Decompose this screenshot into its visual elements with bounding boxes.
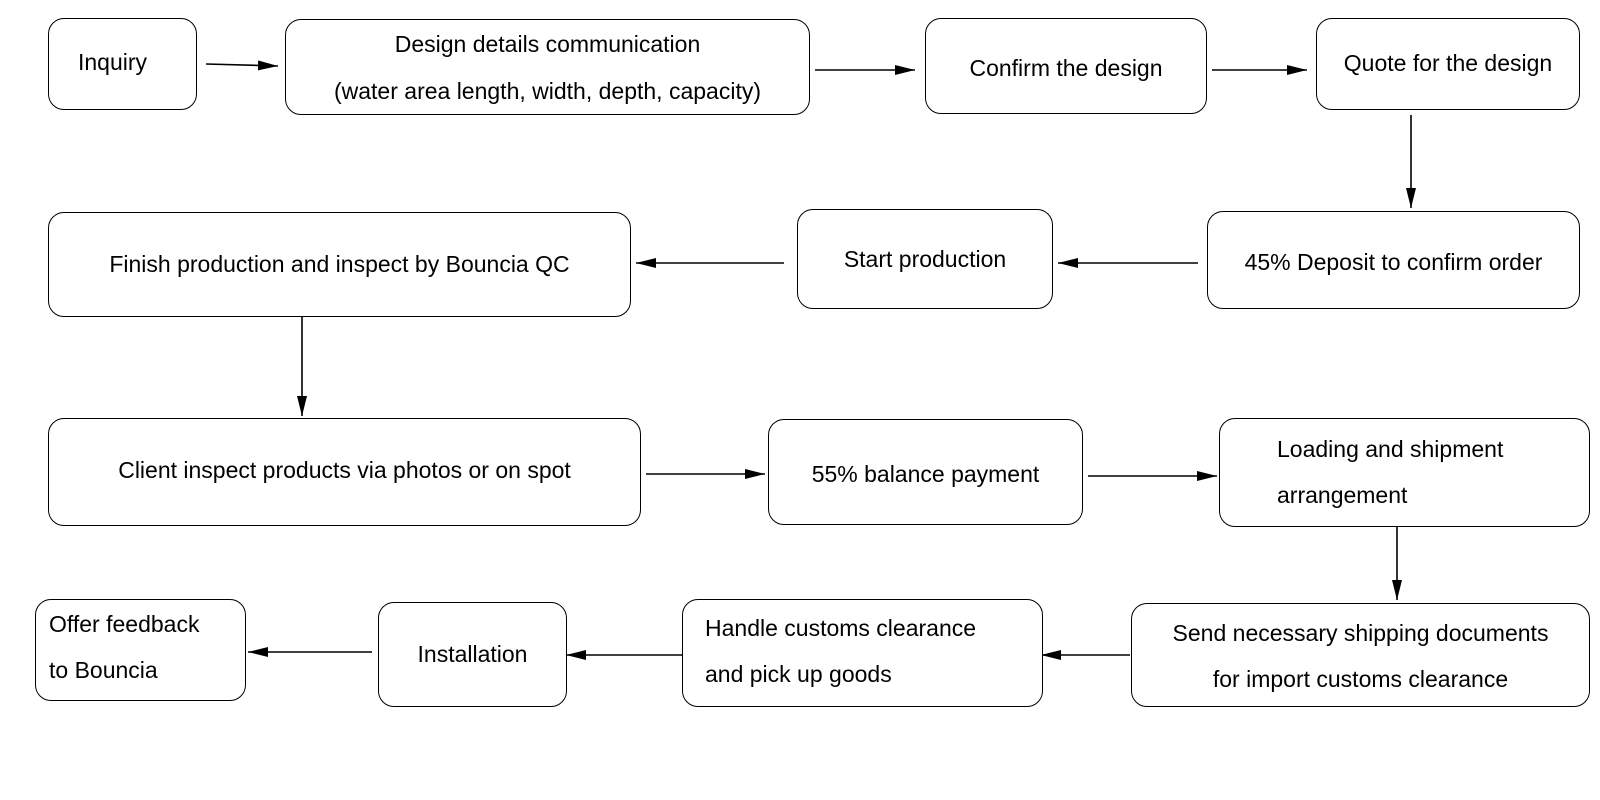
step-send-documents-line1: Send necessary shipping documents (1172, 620, 1549, 646)
step-design-details-title: Design details communication (394, 31, 701, 57)
step-finish-production: Finish production and inspect by Bouncia… (48, 212, 631, 317)
step-inquiry-label: Inquiry (78, 49, 148, 75)
step-quote-design-label: Quote for the design (1343, 50, 1553, 76)
step-client-inspect-label: Client inspect products via photos or on… (118, 457, 571, 483)
step-customs-clearance-line1: Handle customs clearance (705, 615, 977, 641)
step-start-production: Start production (797, 209, 1053, 309)
step-offer-feedback-line2: to Bouncia (49, 657, 158, 683)
step-finish-production-label: Finish production and inspect by Bouncia… (109, 251, 570, 277)
step-customs-clearance-line2: and pick up goods (705, 661, 892, 687)
arrow-inquiry-to-design-details (205, 60, 279, 71)
step-offer-feedback: Offer feedback to Bouncia (35, 599, 246, 701)
step-offer-feedback-line1: Offer feedback (49, 611, 200, 637)
step-quote-design: Quote for the design (1316, 18, 1580, 110)
step-installation-label: Installation (417, 641, 528, 667)
step-confirm-design: Confirm the design (925, 18, 1207, 114)
step-installation: Installation (378, 602, 567, 707)
step-inquiry: Inquiry (48, 18, 197, 110)
step-send-documents-line2: for import customs clearance (1212, 666, 1509, 692)
step-design-details-subtitle: (water area length, width, depth, capaci… (333, 78, 761, 104)
step-loading-shipment-line2: arrangement (1277, 482, 1408, 508)
step-client-inspect: Client inspect products via photos or on… (48, 418, 641, 526)
step-balance-payment-label: 55% balance payment (811, 461, 1040, 487)
step-start-production-label: Start production (843, 246, 1007, 272)
step-design-details: Design details communication (water area… (285, 19, 810, 115)
step-loading-shipment: Loading and shipment arrangement (1219, 418, 1590, 527)
step-send-documents: Send necessary shipping documents for im… (1131, 603, 1590, 707)
step-deposit: 45% Deposit to confirm order (1207, 211, 1580, 309)
step-customs-clearance: Handle customs clearance and pick up goo… (682, 599, 1043, 707)
step-balance-payment: 55% balance payment (768, 419, 1083, 525)
step-deposit-label: 45% Deposit to confirm order (1244, 249, 1543, 275)
step-confirm-design-label: Confirm the design (969, 55, 1163, 81)
step-loading-shipment-line1: Loading and shipment (1277, 436, 1504, 462)
